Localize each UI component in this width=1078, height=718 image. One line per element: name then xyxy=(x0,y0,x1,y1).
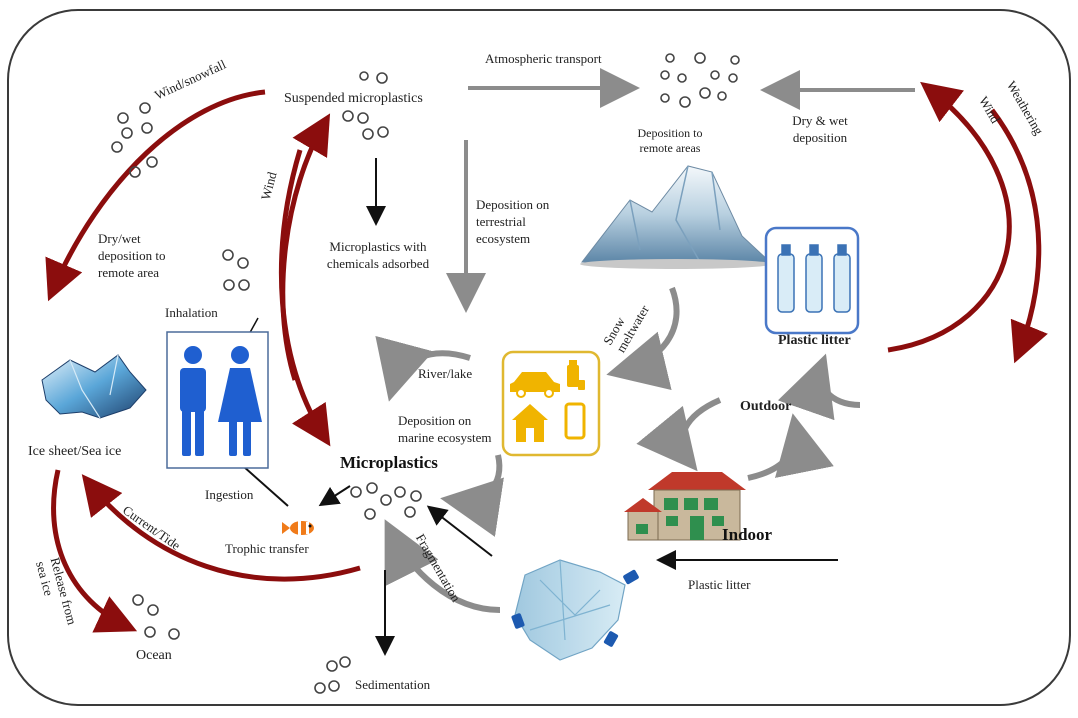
arrow-river-lake xyxy=(375,335,471,402)
label-deposition-marine-line2: marine ecosystem xyxy=(398,430,492,445)
label-deposition-remote-line1: Deposition to xyxy=(637,126,703,140)
arrow-outdoor-left xyxy=(636,397,722,472)
ice-sheet-image xyxy=(41,354,147,419)
label-deposition-terrestrial: Deposition on terrestrial ecosystem xyxy=(476,196,549,247)
label-deposition-marine: Deposition on marine ecosystem xyxy=(398,412,492,446)
snowy-mountain-image xyxy=(580,165,772,269)
label-deposition-terrestrial-line1: Deposition on xyxy=(476,197,550,212)
label-trophic-transfer: Trophic transfer xyxy=(225,541,309,556)
label-dry-wet-remote-line3: remote area xyxy=(98,265,159,280)
label-chemicals-adsorbed: Microplastics with chemicals adsorbed xyxy=(318,238,438,272)
label-deposition-terrestrial-line3: ecosystem xyxy=(476,231,531,246)
house-icon xyxy=(512,404,548,442)
label-indoor: Indoor xyxy=(722,525,773,544)
outer-frame xyxy=(7,9,1071,706)
label-deposition-terrestrial-line2: terrestrial xyxy=(476,214,526,229)
label-dry-wet-remote-line1: Dry/wet xyxy=(98,231,141,246)
label-chemicals-adsorbed-line2: chemicals adsorbed xyxy=(326,256,430,271)
arrow-fragmentation xyxy=(384,519,501,613)
arrow-snow-meltwater xyxy=(606,286,680,391)
label-dry-wet-deposition-line1: Dry & wet xyxy=(792,113,848,128)
label-ice-sheet: Ice sheet/Sea ice xyxy=(28,444,122,459)
crushed-plastic-bottles-image xyxy=(511,559,639,661)
arrow-to-plastic-litter xyxy=(777,353,861,421)
plastic-bottle-icon xyxy=(777,244,851,313)
label-plastic-litter-box: Plastic litter xyxy=(778,333,851,348)
humans-box xyxy=(166,331,269,469)
clownfish-icon xyxy=(282,521,314,535)
urban-sources-box xyxy=(501,350,601,457)
arrow-trophic-transfer xyxy=(318,485,351,507)
label-dry-wet-remote: Dry/wet deposition to remote area xyxy=(98,230,166,281)
label-microplastics: Microplastics xyxy=(340,453,438,472)
label-sedimentation: Sedimentation xyxy=(355,677,431,692)
label-outdoor: Outdoor xyxy=(740,399,792,414)
woman-icon xyxy=(218,346,262,456)
car-icon xyxy=(510,372,560,398)
bottle-jar-icon xyxy=(567,360,585,390)
arrow-outdoor-right xyxy=(747,413,834,481)
phone-icon xyxy=(564,402,586,440)
particles-inhalation xyxy=(222,249,250,291)
label-river-lake: River/lake xyxy=(418,366,473,381)
arrow-weathering-wind-up xyxy=(887,81,1012,353)
label-deposition-remote-line2: remote areas xyxy=(639,141,701,155)
label-suspended-microplastics: Suspended microplastics xyxy=(284,91,423,106)
red-roof-house-image xyxy=(624,472,746,541)
man-icon xyxy=(180,346,206,456)
label-plastic-litter-bottom: Plastic litter xyxy=(688,577,751,592)
label-ingestion: Ingestion xyxy=(205,487,254,502)
particles-microplastics xyxy=(350,482,422,520)
label-chemicals-adsorbed-line1: Microplastics with xyxy=(329,239,427,254)
particles-wind-snowfall xyxy=(111,102,158,178)
plastic-litter-box xyxy=(764,226,860,335)
arrow-current-tide xyxy=(81,474,361,582)
arrow-wind-left-down xyxy=(278,149,331,447)
particles-remote-areas xyxy=(660,52,740,108)
particles-sedimentation xyxy=(314,656,351,694)
label-dry-wet-deposition: Dry & wet deposition xyxy=(780,112,860,146)
label-deposition-remote: Deposition to remote areas xyxy=(630,126,710,156)
arrow-wind-snowfall xyxy=(45,89,266,302)
label-dry-wet-deposition-line2: deposition xyxy=(792,130,848,145)
arrow-deposition-marine xyxy=(440,454,504,537)
arrow-bottles-to-microplastics xyxy=(426,505,493,557)
label-ocean: Ocean xyxy=(136,648,172,663)
label-deposition-marine-line1: Deposition on xyxy=(398,413,472,428)
label-inhalation: Inhalation xyxy=(165,305,218,320)
particles-ocean xyxy=(132,594,180,640)
arrow-release-sea-ice xyxy=(51,469,138,633)
particles-suspended xyxy=(342,71,389,140)
label-atmospheric-transport: Atmospheric transport xyxy=(485,51,602,66)
label-dry-wet-remote-line2: deposition to xyxy=(98,248,166,263)
arrow-weathering-wind-down xyxy=(990,108,1048,364)
